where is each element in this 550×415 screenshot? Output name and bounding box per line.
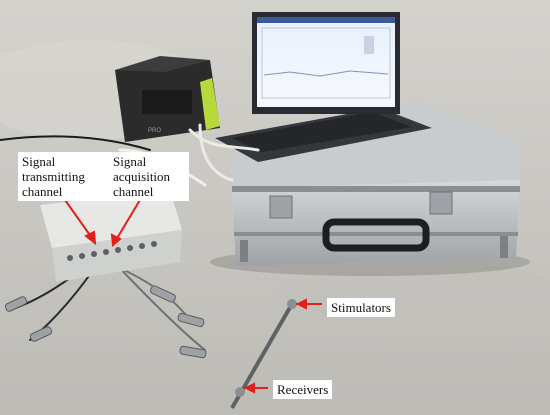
annotation-arrows (64, 199, 322, 394)
label-signal-transmitting-channel: Signal transmitting channel (18, 152, 112, 201)
sensor-probes (4, 285, 207, 359)
acquisition-device (40, 190, 182, 282)
svg-text:PRO: PRO (148, 128, 161, 134)
label-stimulators: Stimulators (327, 298, 395, 317)
laptop (215, 12, 432, 162)
power-station: PRO (115, 56, 220, 142)
label-receivers: Receivers (273, 380, 333, 399)
embedded-rod (230, 299, 297, 409)
aluminium-case (230, 100, 520, 266)
label-signal-acquisition-channel: Signal acquisition channel (109, 152, 189, 201)
